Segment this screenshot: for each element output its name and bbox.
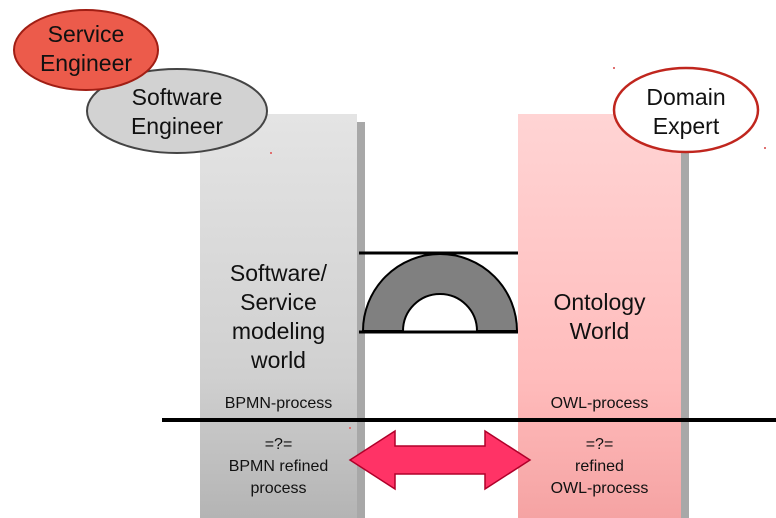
domain-expert-ellipse (612, 66, 760, 154)
left-world-label: Software/ Service modeling world (229, 260, 328, 373)
software-engineer-ellipse (86, 68, 268, 154)
stray-marks (270, 67, 766, 429)
right-process-label: OWL-process (550, 395, 649, 412)
double-arrow (348, 429, 532, 491)
domain-expert-label: Domain Expert (646, 84, 726, 139)
software-engineer-label: Software Engineer (130, 84, 224, 139)
right-refined-label: =?= refined OWL-process (550, 436, 649, 497)
right-world-label: Ontology World (553, 289, 646, 344)
left-process-label: BPMN-process (224, 395, 333, 412)
right-column (518, 114, 681, 518)
service-engineer-ellipse (13, 9, 159, 91)
bridge-arch (361, 253, 519, 332)
left-refined-label: =?= BPMN refined process (228, 436, 329, 497)
left-column (200, 114, 357, 518)
service-engineer-label: Service Engineer (39, 21, 133, 76)
